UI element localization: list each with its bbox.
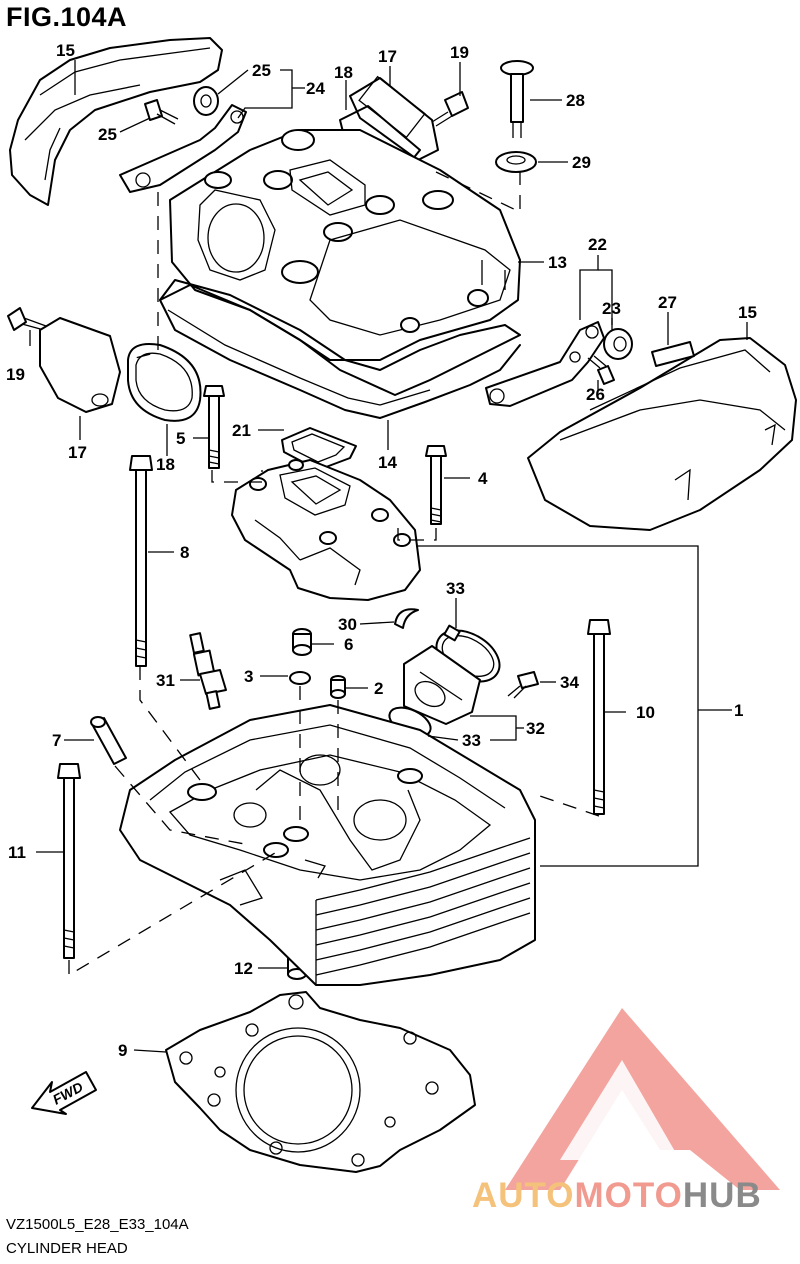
callout-labels: 15 25 24 25 18 17 19 28 29 13 22 23 27 1… [6, 41, 757, 1060]
callout-25-right: 26 [586, 385, 605, 404]
callout-18-left: 18 [156, 455, 175, 474]
part-8-long-bolt [129, 455, 153, 667]
callout-19-left: 19 [6, 365, 25, 384]
part-4-bolt [425, 445, 447, 525]
part-28-washer [495, 151, 537, 173]
callout-9: 9 [118, 1041, 127, 1060]
callout-12: 12 [234, 959, 253, 978]
part-17-cap-left [39, 317, 121, 413]
part-6-dowel [292, 628, 312, 656]
callout-23: 24 [306, 79, 325, 98]
watermark-hub: HUB [682, 1176, 762, 1215]
assembly-lines [68, 165, 600, 977]
callout-22: 23 [602, 299, 621, 318]
callout-26: 27 [658, 293, 677, 312]
callout-21: 22 [588, 235, 607, 254]
part-7-stud [90, 716, 127, 765]
part-20-gasket [281, 427, 357, 471]
figure-title: FIG.104A [6, 2, 128, 32]
model-code: VZ1500L5_E28_E33_104A [6, 1216, 189, 1233]
part-29-clip [394, 608, 419, 629]
callout-16: 15 [56, 41, 75, 60]
part-16-left-side-cover [9, 37, 223, 206]
callout-27: 28 [566, 91, 585, 110]
part-25-bolt-right [587, 355, 615, 385]
callout-34: 34 [560, 673, 579, 692]
callout-32: 33 [462, 731, 481, 750]
part-19-bolt-upper [431, 91, 469, 127]
callout-3: 3 [244, 667, 253, 686]
fwd-arrow-icon: FWD [31, 1071, 97, 1115]
part-31-intake-pipe [403, 645, 481, 725]
part-22-grommet [603, 328, 633, 360]
callout-25-upper: 25 [98, 125, 117, 144]
part-14-cover-gasket [159, 279, 521, 419]
part-3-o-ring [289, 671, 311, 685]
part-21-bracket [485, 321, 605, 407]
callout-18-upper: 18 [334, 63, 353, 82]
callout-24: 25 [252, 61, 271, 80]
part-10-long-bolt [587, 619, 611, 815]
callout-2: 2 [374, 679, 383, 698]
part-9-head-gasket [165, 991, 476, 1173]
callout-29: 30 [338, 615, 357, 634]
part-11-long-bolt [57, 763, 81, 959]
callout-7: 7 [52, 731, 61, 750]
part-15-right-side-cover [527, 337, 797, 531]
callout-19-upper: 19 [450, 43, 469, 62]
part-26-pad [651, 341, 695, 367]
callout-10: 10 [636, 703, 655, 722]
callout-15: 15 [738, 303, 757, 322]
part-24-grommet [193, 86, 219, 116]
camshaft-holder [231, 459, 421, 601]
callout-8: 8 [180, 543, 189, 562]
diagram-name: CYLINDER HEAD [6, 1240, 128, 1257]
watermark-auto: AUTO [472, 1176, 575, 1215]
part-2-dowel [330, 675, 346, 699]
callout-20: 21 [232, 421, 251, 440]
part-1-cylinder-head [119, 704, 536, 986]
part-34-screw [507, 671, 539, 699]
callout-30: 31 [156, 671, 175, 690]
callout-5: 5 [176, 429, 185, 448]
part-18-seal-left [127, 343, 202, 422]
part-30-spark-plug [189, 632, 227, 710]
callout-6: 6 [344, 635, 353, 654]
callout-33: 33 [446, 579, 465, 598]
watermark-moto: MOTO [574, 1176, 683, 1215]
callout-17-left: 17 [68, 443, 87, 462]
part-25-bolt-upper [144, 99, 179, 125]
callout-28: 29 [572, 153, 591, 172]
part-23-bracket [119, 104, 247, 193]
callout-17-upper: 17 [378, 47, 397, 66]
callout-31: 32 [526, 719, 545, 738]
watermark-text: AUTOMOTOHUB [472, 1176, 762, 1216]
callout-14: 14 [378, 453, 397, 472]
callout-1: 1 [734, 701, 743, 720]
part-13-head-cover [169, 129, 521, 361]
watermark-logo [505, 1008, 780, 1190]
callout-11: 11 [8, 843, 26, 862]
callout-13: 13 [548, 253, 567, 272]
part-5-bolt [203, 385, 225, 469]
callout-4: 4 [478, 469, 488, 488]
part-19-bolt-left [7, 307, 47, 331]
leader-lines [29, 60, 748, 1053]
part-27-bolt [500, 60, 534, 138]
